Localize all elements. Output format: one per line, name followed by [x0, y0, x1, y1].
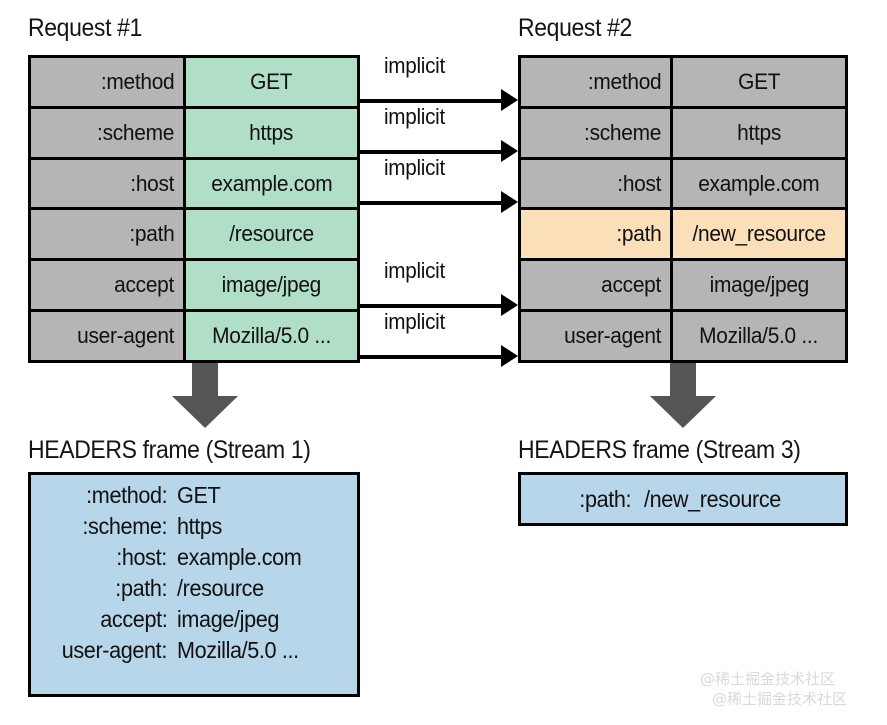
- header-name: :scheme:: [82, 513, 167, 539]
- header-value: /new_resource: [644, 485, 782, 512]
- list-item: :scheme: https: [31, 511, 357, 542]
- arrow-shaft: [192, 363, 218, 396]
- header-name-cell: accept: [31, 261, 186, 310]
- table-row: user-agent Mozilla/5.0 ...: [521, 312, 845, 360]
- down-arrow-icon-stream-1: [172, 363, 238, 428]
- header-name-cell: user-agent: [31, 312, 186, 360]
- arrow-line: [360, 99, 501, 103]
- arrow-head: [172, 396, 238, 428]
- headers-frame-1-box: :method: GET :scheme: https :host: examp…: [28, 472, 360, 697]
- table-row: :path /resource: [31, 210, 357, 262]
- header-value-cell: /resource: [186, 210, 357, 259]
- implicit-arrow-accept: implicit: [360, 258, 518, 316]
- headers-frame-1-list: :method: GET :scheme: https :host: examp…: [31, 475, 357, 666]
- table-row: :scheme https: [31, 108, 357, 160]
- implicit-label: implicit: [384, 309, 445, 334]
- header-value: example.com: [177, 544, 302, 570]
- header-value: GET: [177, 482, 221, 508]
- header-name: user-agent:: [61, 637, 168, 663]
- header-value-cell: Mozilla/5.0 ...: [673, 312, 845, 360]
- implicit-arrow-scheme: implicit: [360, 104, 518, 162]
- header-name-cell: :path: [31, 210, 186, 259]
- implicit-label: implicit: [384, 155, 445, 180]
- header-name-cell: :method: [31, 58, 186, 106]
- arrow-line: [360, 355, 501, 359]
- table-row: :method GET: [521, 58, 845, 109]
- table-row: accept image/jpeg: [31, 261, 357, 313]
- header-value-cell: example.com: [673, 159, 845, 208]
- header-name-cell: :host: [31, 159, 186, 208]
- headers-frame-2-title: HEADERS frame (Stream 3): [518, 436, 801, 464]
- table-row: accept image/jpeg: [521, 261, 845, 313]
- implicit-label: implicit: [384, 258, 445, 283]
- arrow-line: [360, 201, 501, 205]
- table-row: :host example.com: [31, 159, 357, 211]
- headers-frame-2-list: :path: /new_resource: [521, 475, 845, 523]
- header-value-cell: Mozilla/5.0 ...: [186, 312, 357, 360]
- list-item: :method: GET: [31, 480, 357, 511]
- list-item: accept: image/jpeg: [31, 604, 357, 635]
- down-arrow-icon-stream-3: [650, 363, 716, 428]
- arrow-shaft: [670, 363, 696, 396]
- header-name: accept:: [99, 606, 167, 632]
- implicit-label: implicit: [384, 104, 445, 129]
- header-name: :host:: [116, 544, 167, 570]
- header-name-cell: :host: [521, 159, 673, 208]
- request-1-header-table: :method GET :scheme https :host example.…: [28, 55, 360, 363]
- arrow-head-icon: [501, 294, 518, 316]
- header-value-cell: GET: [673, 58, 845, 106]
- headers-frame-2-box: :path: /new_resource: [518, 472, 848, 526]
- header-name-cell: accept: [521, 261, 673, 310]
- headers-frame-1-title: HEADERS frame (Stream 1): [28, 436, 311, 464]
- arrow-head-icon: [501, 191, 518, 213]
- arrow-head-icon: [501, 345, 518, 367]
- header-value-cell: https: [673, 108, 845, 157]
- header-name: :path:: [579, 485, 632, 512]
- watermark-line-1: @稀土掘金技术社区: [700, 670, 836, 688]
- header-name: :path:: [115, 575, 167, 601]
- header-value-cell: GET: [186, 58, 357, 106]
- header-value: https: [177, 513, 223, 539]
- table-row: :scheme https: [521, 108, 845, 160]
- table-row: :method GET: [31, 58, 357, 109]
- request-1-title: Request #1: [28, 14, 142, 42]
- table-row: user-agent Mozilla/5.0 ...: [31, 312, 357, 360]
- header-name-cell: :scheme: [31, 108, 186, 157]
- implicit-arrow-user-agent: implicit: [360, 309, 518, 367]
- header-name-cell: user-agent: [521, 312, 673, 360]
- header-name: :method:: [85, 482, 167, 508]
- arrow-head-icon: [501, 140, 518, 162]
- arrow-head: [650, 396, 716, 428]
- table-row: :host example.com: [521, 159, 845, 211]
- implicit-label: implicit: [384, 53, 445, 78]
- header-value: /resource: [177, 575, 264, 601]
- arrow-line: [360, 150, 501, 154]
- header-name-cell: :path: [521, 210, 673, 259]
- header-value-cell: image/jpeg: [673, 261, 845, 310]
- watermark-line-2: @稀土掘金技术社区: [712, 690, 848, 708]
- header-value-cell: example.com: [186, 159, 357, 208]
- table-row-changed: :path /new_resource: [521, 210, 845, 262]
- request-2-header-table: :method GET :scheme https :host example.…: [518, 55, 848, 363]
- arrow-head-icon: [501, 89, 518, 111]
- list-item: user-agent: Mozilla/5.0 ...: [31, 635, 357, 666]
- request-2-title: Request #2: [518, 14, 632, 42]
- header-value: image/jpeg: [177, 606, 280, 632]
- header-value-cell: /new_resource: [673, 210, 845, 259]
- arrow-line: [360, 304, 501, 308]
- header-name-cell: :scheme: [521, 108, 673, 157]
- list-item: :path: /resource: [31, 573, 357, 604]
- header-value-cell: image/jpeg: [186, 261, 357, 310]
- header-value: Mozilla/5.0 ...: [177, 637, 299, 663]
- list-item: :path: /new_resource: [521, 475, 845, 523]
- header-name-cell: :method: [521, 58, 673, 106]
- implicit-arrow-host: implicit: [360, 155, 518, 213]
- list-item: :host: example.com: [31, 542, 357, 573]
- implicit-arrow-method: implicit: [360, 53, 518, 111]
- header-value-cell: https: [186, 108, 357, 157]
